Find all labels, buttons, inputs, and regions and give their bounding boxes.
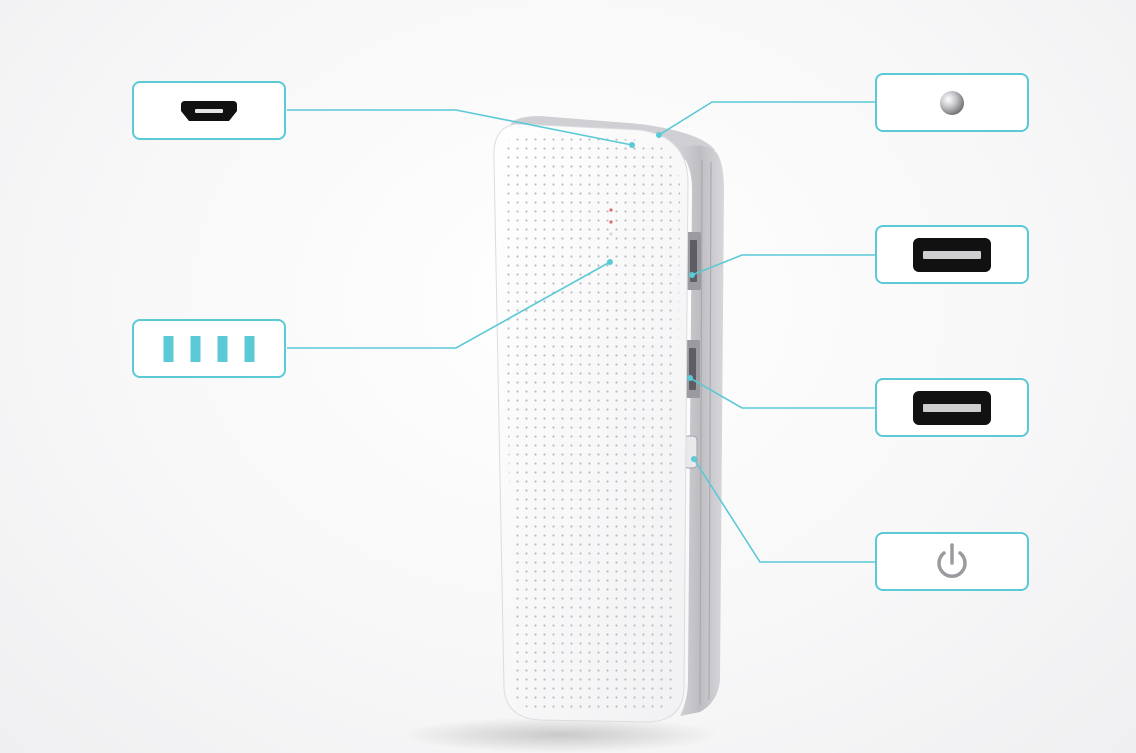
leader-usb-2 xyxy=(689,377,876,409)
leader-lines xyxy=(287,101,876,563)
battery-level-icon xyxy=(163,335,255,362)
leader-usb-1 xyxy=(691,254,876,276)
usb-port-icon xyxy=(913,237,991,272)
usb-output-2-callout xyxy=(875,378,1029,437)
battery-level-bar xyxy=(190,335,201,362)
battery-level-bar xyxy=(163,335,174,362)
leader-anchor-dots xyxy=(607,132,697,462)
power-icon xyxy=(937,542,967,578)
dot-texture xyxy=(502,134,680,713)
usb-output-1-callout xyxy=(875,225,1029,284)
battery-indicator-callout xyxy=(132,319,286,378)
device-shadow xyxy=(400,717,720,753)
side-grooves xyxy=(699,159,712,706)
battery-level-bar xyxy=(217,335,228,362)
power-button-callout xyxy=(875,532,1029,591)
micro-usb-port-icon xyxy=(181,100,237,121)
leader-battery xyxy=(287,261,611,349)
led-light-icon xyxy=(940,90,964,115)
leader-micro-usb xyxy=(287,109,633,146)
device-side-edge xyxy=(676,145,724,717)
micro-usb-input-callout xyxy=(132,81,286,140)
flashlight-led-callout xyxy=(875,73,1029,132)
leader-led xyxy=(658,101,876,136)
battery-level-bar xyxy=(244,335,255,362)
indicator-leds xyxy=(609,208,613,236)
usb-port-icon xyxy=(913,390,991,425)
leader-power xyxy=(693,458,876,563)
